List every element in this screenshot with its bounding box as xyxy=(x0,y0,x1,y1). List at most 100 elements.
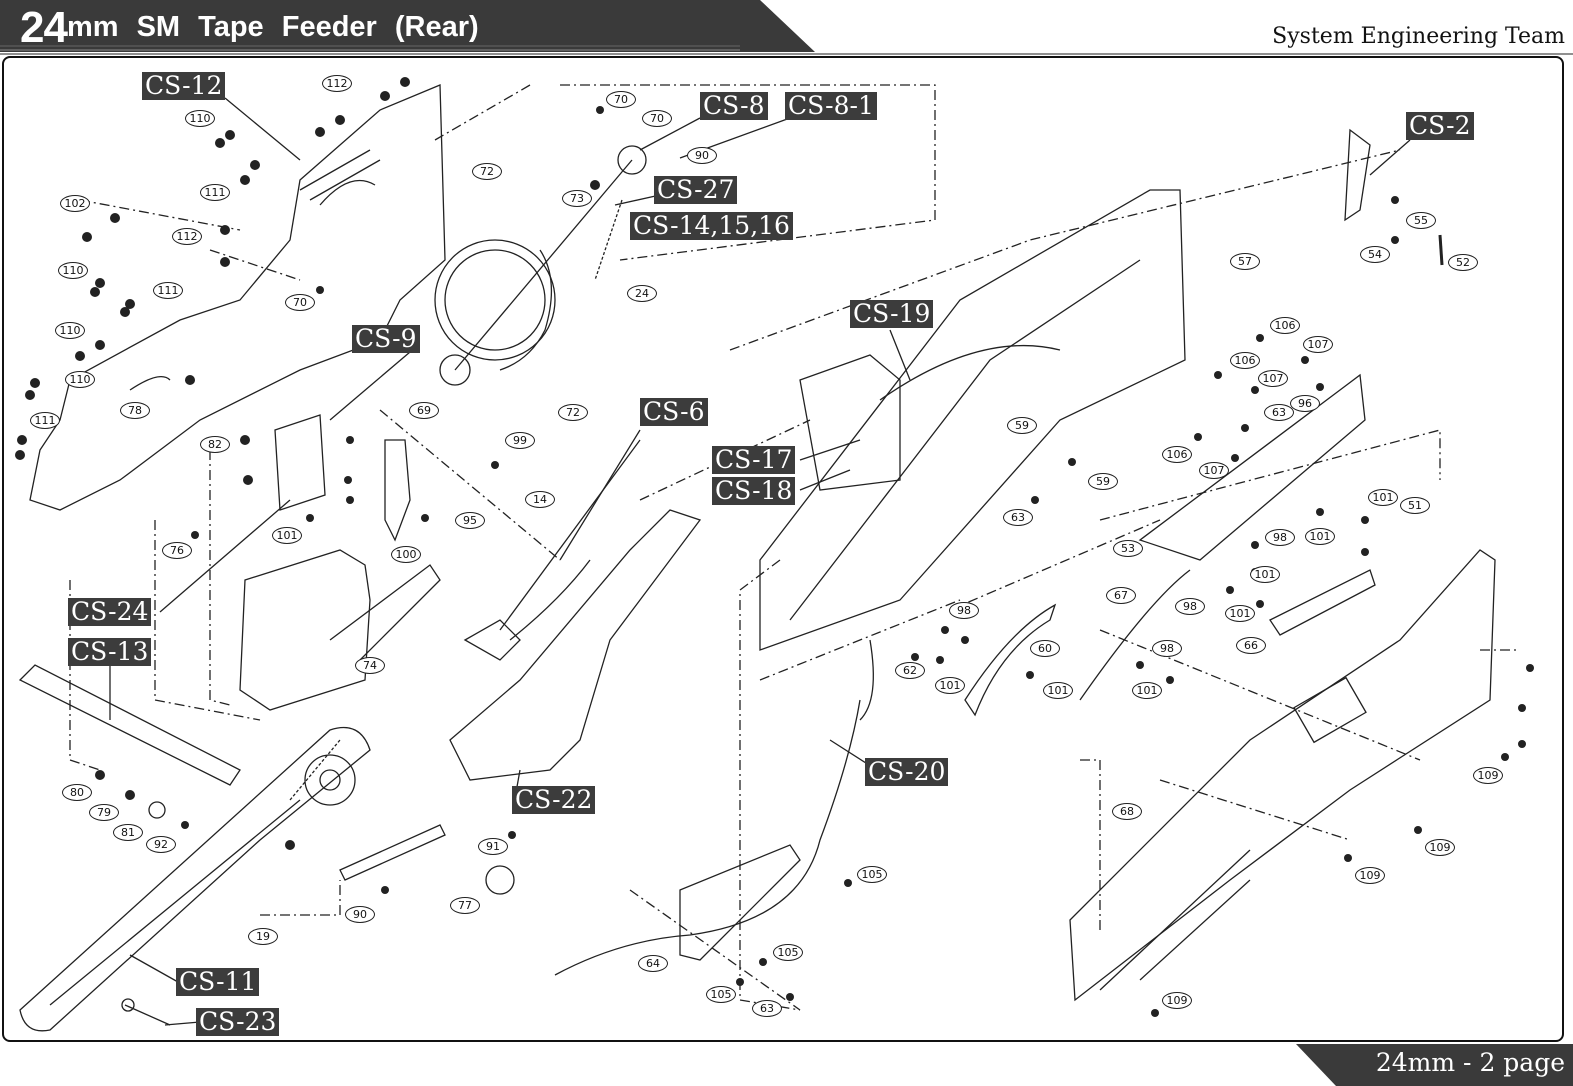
page-title-text: mm SM Tape Feeder (Rear) xyxy=(66,11,479,43)
part-balloon: 64 xyxy=(638,955,668,972)
part-balloon: 96 xyxy=(1290,395,1320,412)
part-balloon: 63 xyxy=(1003,509,1033,526)
long-bar xyxy=(18,664,241,786)
part-balloon: 99 xyxy=(505,432,535,449)
part-balloon: 101 xyxy=(935,677,965,694)
cable-cs20 xyxy=(554,699,861,976)
part-balloon: 53 xyxy=(1113,540,1143,557)
part-balloon: 109 xyxy=(1425,839,1455,856)
assembly-label-cs-27: CS-27 xyxy=(654,176,738,204)
assembly-label-cs-8-1: CS-8-1 xyxy=(785,92,877,120)
part-balloon: 91 xyxy=(478,838,508,855)
main-frame xyxy=(759,189,1186,651)
assembly-label-cs-18: CS-18 xyxy=(712,477,796,505)
part-balloon: 111 xyxy=(200,184,230,201)
gear-large xyxy=(434,239,556,361)
page-title: 24mm SM Tape Feeder (Rear) xyxy=(20,6,479,50)
assembly-label-cs-6: CS-6 xyxy=(640,398,708,426)
team-name: System Engineering Team xyxy=(1272,24,1565,49)
part-balloon: 51 xyxy=(1400,497,1430,514)
assembly-label-cs-20: CS-20 xyxy=(865,758,949,786)
part-balloon: 107 xyxy=(1303,336,1333,353)
part-balloon: 98 xyxy=(1265,529,1295,546)
part-balloon: 112 xyxy=(172,228,202,245)
spring-cs27 xyxy=(594,199,623,281)
page-title-size: 24 xyxy=(20,3,68,52)
assembly-label-cs-19: CS-19 xyxy=(850,300,934,328)
part-balloon: 72 xyxy=(472,163,502,180)
part-balloon: 66 xyxy=(1236,637,1266,654)
part-balloon: 101 xyxy=(1132,682,1162,699)
part-balloon: 110 xyxy=(65,371,95,388)
part-balloon: 77 xyxy=(450,897,480,914)
part-balloon: 101 xyxy=(1250,566,1280,583)
base-plate xyxy=(1069,549,1496,1002)
part-balloon: 98 xyxy=(1152,640,1182,657)
part-balloon: 106 xyxy=(1270,317,1300,334)
assembly-label-cs-17: CS-17 xyxy=(712,446,796,474)
part-balloon: 109 xyxy=(1162,992,1192,1009)
part-balloon: 59 xyxy=(1088,473,1118,490)
part-balloon: 101 xyxy=(1368,489,1398,506)
part-balloon: 90 xyxy=(345,906,375,923)
assembly-label-cs-8: CS-8 xyxy=(700,92,768,120)
part-balloon: 80 xyxy=(62,784,92,801)
part-balloon: 110 xyxy=(185,110,215,127)
part-balloon: 110 xyxy=(58,262,88,279)
part-balloon: 70 xyxy=(642,110,672,127)
part-balloon: 67 xyxy=(1106,587,1136,604)
part-balloon: 110 xyxy=(55,322,85,339)
part-balloon: 63 xyxy=(1264,404,1294,421)
cover xyxy=(449,509,702,781)
part-balloon: 70 xyxy=(606,91,636,108)
part-balloon: 107 xyxy=(1258,370,1288,387)
part-balloon: 101 xyxy=(1043,682,1073,699)
part-balloon: 90 xyxy=(687,147,717,164)
part-balloon: 109 xyxy=(1355,867,1385,884)
part-balloon: 24 xyxy=(627,285,657,302)
assembly-label-cs-2: CS-2 xyxy=(1406,112,1474,140)
part-balloon: 111 xyxy=(30,412,60,429)
assembly-label-cs-14-15-16: CS-14,15,16 xyxy=(630,212,793,240)
part-balloon: 98 xyxy=(949,602,979,619)
part-balloon: 69 xyxy=(409,402,439,419)
part-balloon: 105 xyxy=(857,866,887,883)
assembly-label-cs-23: CS-23 xyxy=(196,1008,280,1036)
assembly-label-cs-9: CS-9 xyxy=(352,325,420,353)
part-balloon: 92 xyxy=(146,836,176,853)
header-banner xyxy=(0,0,1573,55)
right-frame xyxy=(1138,373,1366,561)
part-balloon: 68 xyxy=(1112,803,1142,820)
gear-small xyxy=(617,145,647,175)
part-balloon: 100 xyxy=(391,546,421,563)
diagram-frame xyxy=(2,56,1564,1042)
part-balloon: 78 xyxy=(120,402,150,419)
part-balloon: 70 xyxy=(285,294,315,311)
part-balloon: 54 xyxy=(1360,246,1390,263)
arm xyxy=(19,726,371,1032)
part-balloon: 14 xyxy=(525,491,555,508)
part-balloon: 111 xyxy=(153,282,183,299)
part-balloon: 79 xyxy=(89,804,119,821)
part-balloon: 52 xyxy=(1448,254,1478,271)
part-balloon: 82 xyxy=(200,436,230,453)
assembly-label-cs-24: CS-24 xyxy=(68,598,152,626)
assembly-label-cs-22: CS-22 xyxy=(512,786,596,814)
part-balloon: 105 xyxy=(706,986,736,1003)
part-balloon: 106 xyxy=(1230,352,1260,369)
page-number: 24mm - 2 page xyxy=(1375,1048,1565,1077)
assembly-label-cs-13: CS-13 xyxy=(68,638,152,666)
part-balloon: 105 xyxy=(773,944,803,961)
part-balloon: 112 xyxy=(322,75,352,92)
part-balloon: 101 xyxy=(272,527,302,544)
part-balloon: 59 xyxy=(1007,417,1037,434)
part-balloon: 107 xyxy=(1199,462,1229,479)
footer-tab xyxy=(1296,1044,1573,1086)
assembly-label-cs-12: CS-12 xyxy=(142,72,226,100)
part-balloon: 106 xyxy=(1162,446,1192,463)
part-balloon: 55 xyxy=(1406,212,1436,229)
part-balloon: 57 xyxy=(1230,253,1260,270)
part-balloon: 101 xyxy=(1225,605,1255,622)
sensor-plate xyxy=(679,844,801,961)
